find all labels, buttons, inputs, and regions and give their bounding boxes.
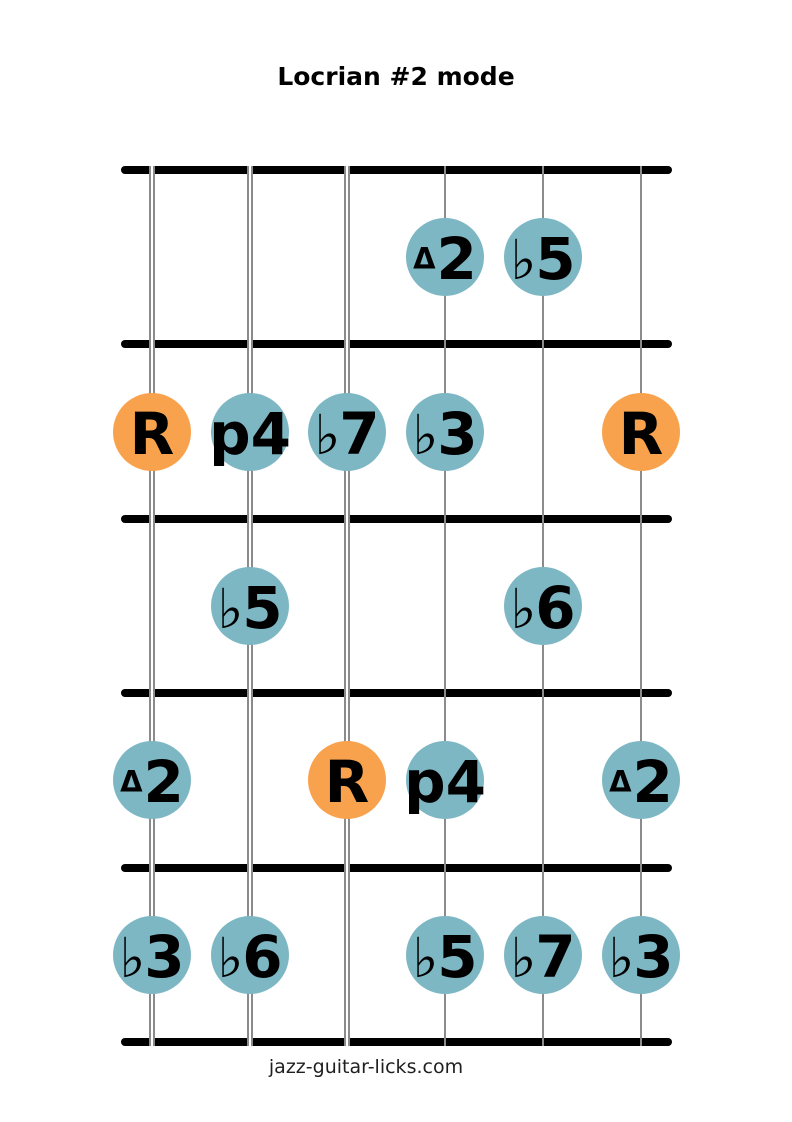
note-label: ♭6 <box>217 928 282 986</box>
flat-sign: ♭ <box>510 925 536 990</box>
note-degree: 2 <box>632 748 673 817</box>
flat-sign: ♭ <box>510 577 536 641</box>
interval-note-marker: ♭7 <box>308 392 386 471</box>
string-line-4 <box>444 166 446 1046</box>
note-label: ♭6 <box>510 579 575 637</box>
interval-note-marker: ♭5 <box>406 915 484 994</box>
note-label: ♭5 <box>217 579 282 637</box>
interval-note-marker: p4 <box>209 392 291 471</box>
note-degree: R <box>129 399 175 468</box>
note-degree: 5 <box>535 225 576 294</box>
root-note-marker: R <box>602 392 680 471</box>
delta-sign: Δ <box>413 241 437 276</box>
note-degree: 7 <box>535 922 576 991</box>
note-label: ♭3 <box>608 928 673 986</box>
note-label: Δ2 <box>413 230 477 288</box>
note-degree: 7 <box>339 399 380 468</box>
note-label: R <box>130 405 175 463</box>
root-note-marker: R <box>308 741 386 820</box>
flat-sign: ♭ <box>217 925 243 990</box>
note-degree: 3 <box>437 399 478 468</box>
fret-wire-6 <box>121 1038 672 1046</box>
fret-wire-1 <box>121 166 672 174</box>
note-degree: R <box>618 399 664 468</box>
note-label: ♭5 <box>412 928 477 986</box>
flat-sign: ♭ <box>119 925 145 990</box>
page-title: Locrian #2 mode <box>277 62 515 91</box>
interval-note-marker: ♭5 <box>504 218 582 297</box>
flat-sign: ♭ <box>217 577 243 641</box>
note-label: ♭5 <box>510 230 575 288</box>
fret-wire-4 <box>121 689 672 698</box>
interval-note-marker: ♭3 <box>406 392 484 471</box>
note-label: Δ2 <box>609 753 673 811</box>
interval-note-marker: ♭6 <box>211 915 289 994</box>
note-label: p4 <box>404 753 486 811</box>
interval-note-marker: Δ2 <box>406 218 484 297</box>
note-degree: 3 <box>633 922 674 991</box>
note-label: p4 <box>209 405 291 463</box>
interval-note-marker: Δ2 <box>113 741 191 820</box>
fret-wire-2 <box>121 340 672 349</box>
flat-sign: ♭ <box>412 925 438 990</box>
delta-sign: Δ <box>609 764 633 799</box>
note-degree: 2 <box>143 748 184 817</box>
note-degree: p4 <box>404 748 486 817</box>
note-label: Δ2 <box>120 753 184 811</box>
note-degree: 6 <box>535 574 576 642</box>
note-label: R <box>325 753 370 811</box>
fret-wire-5 <box>121 863 672 872</box>
root-note-marker: R <box>113 392 191 471</box>
note-degree: 6 <box>242 922 283 991</box>
note-label: ♭7 <box>314 405 379 463</box>
note-degree: 3 <box>144 922 185 991</box>
flat-sign: ♭ <box>412 402 438 467</box>
string-line-1 <box>149 166 155 1046</box>
flat-sign: ♭ <box>314 402 340 467</box>
fret-wire-3 <box>121 514 672 523</box>
note-degree: p4 <box>209 399 291 468</box>
interval-note-marker: ♭3 <box>602 915 680 994</box>
website-credit: jazz-guitar-licks.com <box>268 1056 464 1078</box>
note-degree: 2 <box>436 225 477 294</box>
interval-note-marker: ♭6 <box>504 567 582 645</box>
note-label: ♭3 <box>412 405 477 463</box>
note-degree: R <box>324 748 370 817</box>
string-line-3 <box>344 166 350 1046</box>
flat-sign: ♭ <box>608 925 634 990</box>
string-line-6 <box>640 166 642 1046</box>
interval-note-marker: p4 <box>404 741 486 820</box>
note-label: ♭7 <box>510 928 575 986</box>
interval-note-marker: ♭5 <box>211 567 289 645</box>
note-degree: 5 <box>437 922 478 991</box>
note-label: R <box>619 405 664 463</box>
interval-note-marker: ♭3 <box>113 915 191 994</box>
note-degree: 5 <box>242 574 283 642</box>
interval-note-marker: Δ2 <box>602 741 680 820</box>
flat-sign: ♭ <box>510 228 536 293</box>
note-label: ♭3 <box>119 928 184 986</box>
interval-note-marker: ♭7 <box>504 915 582 994</box>
delta-sign: Δ <box>120 764 144 799</box>
